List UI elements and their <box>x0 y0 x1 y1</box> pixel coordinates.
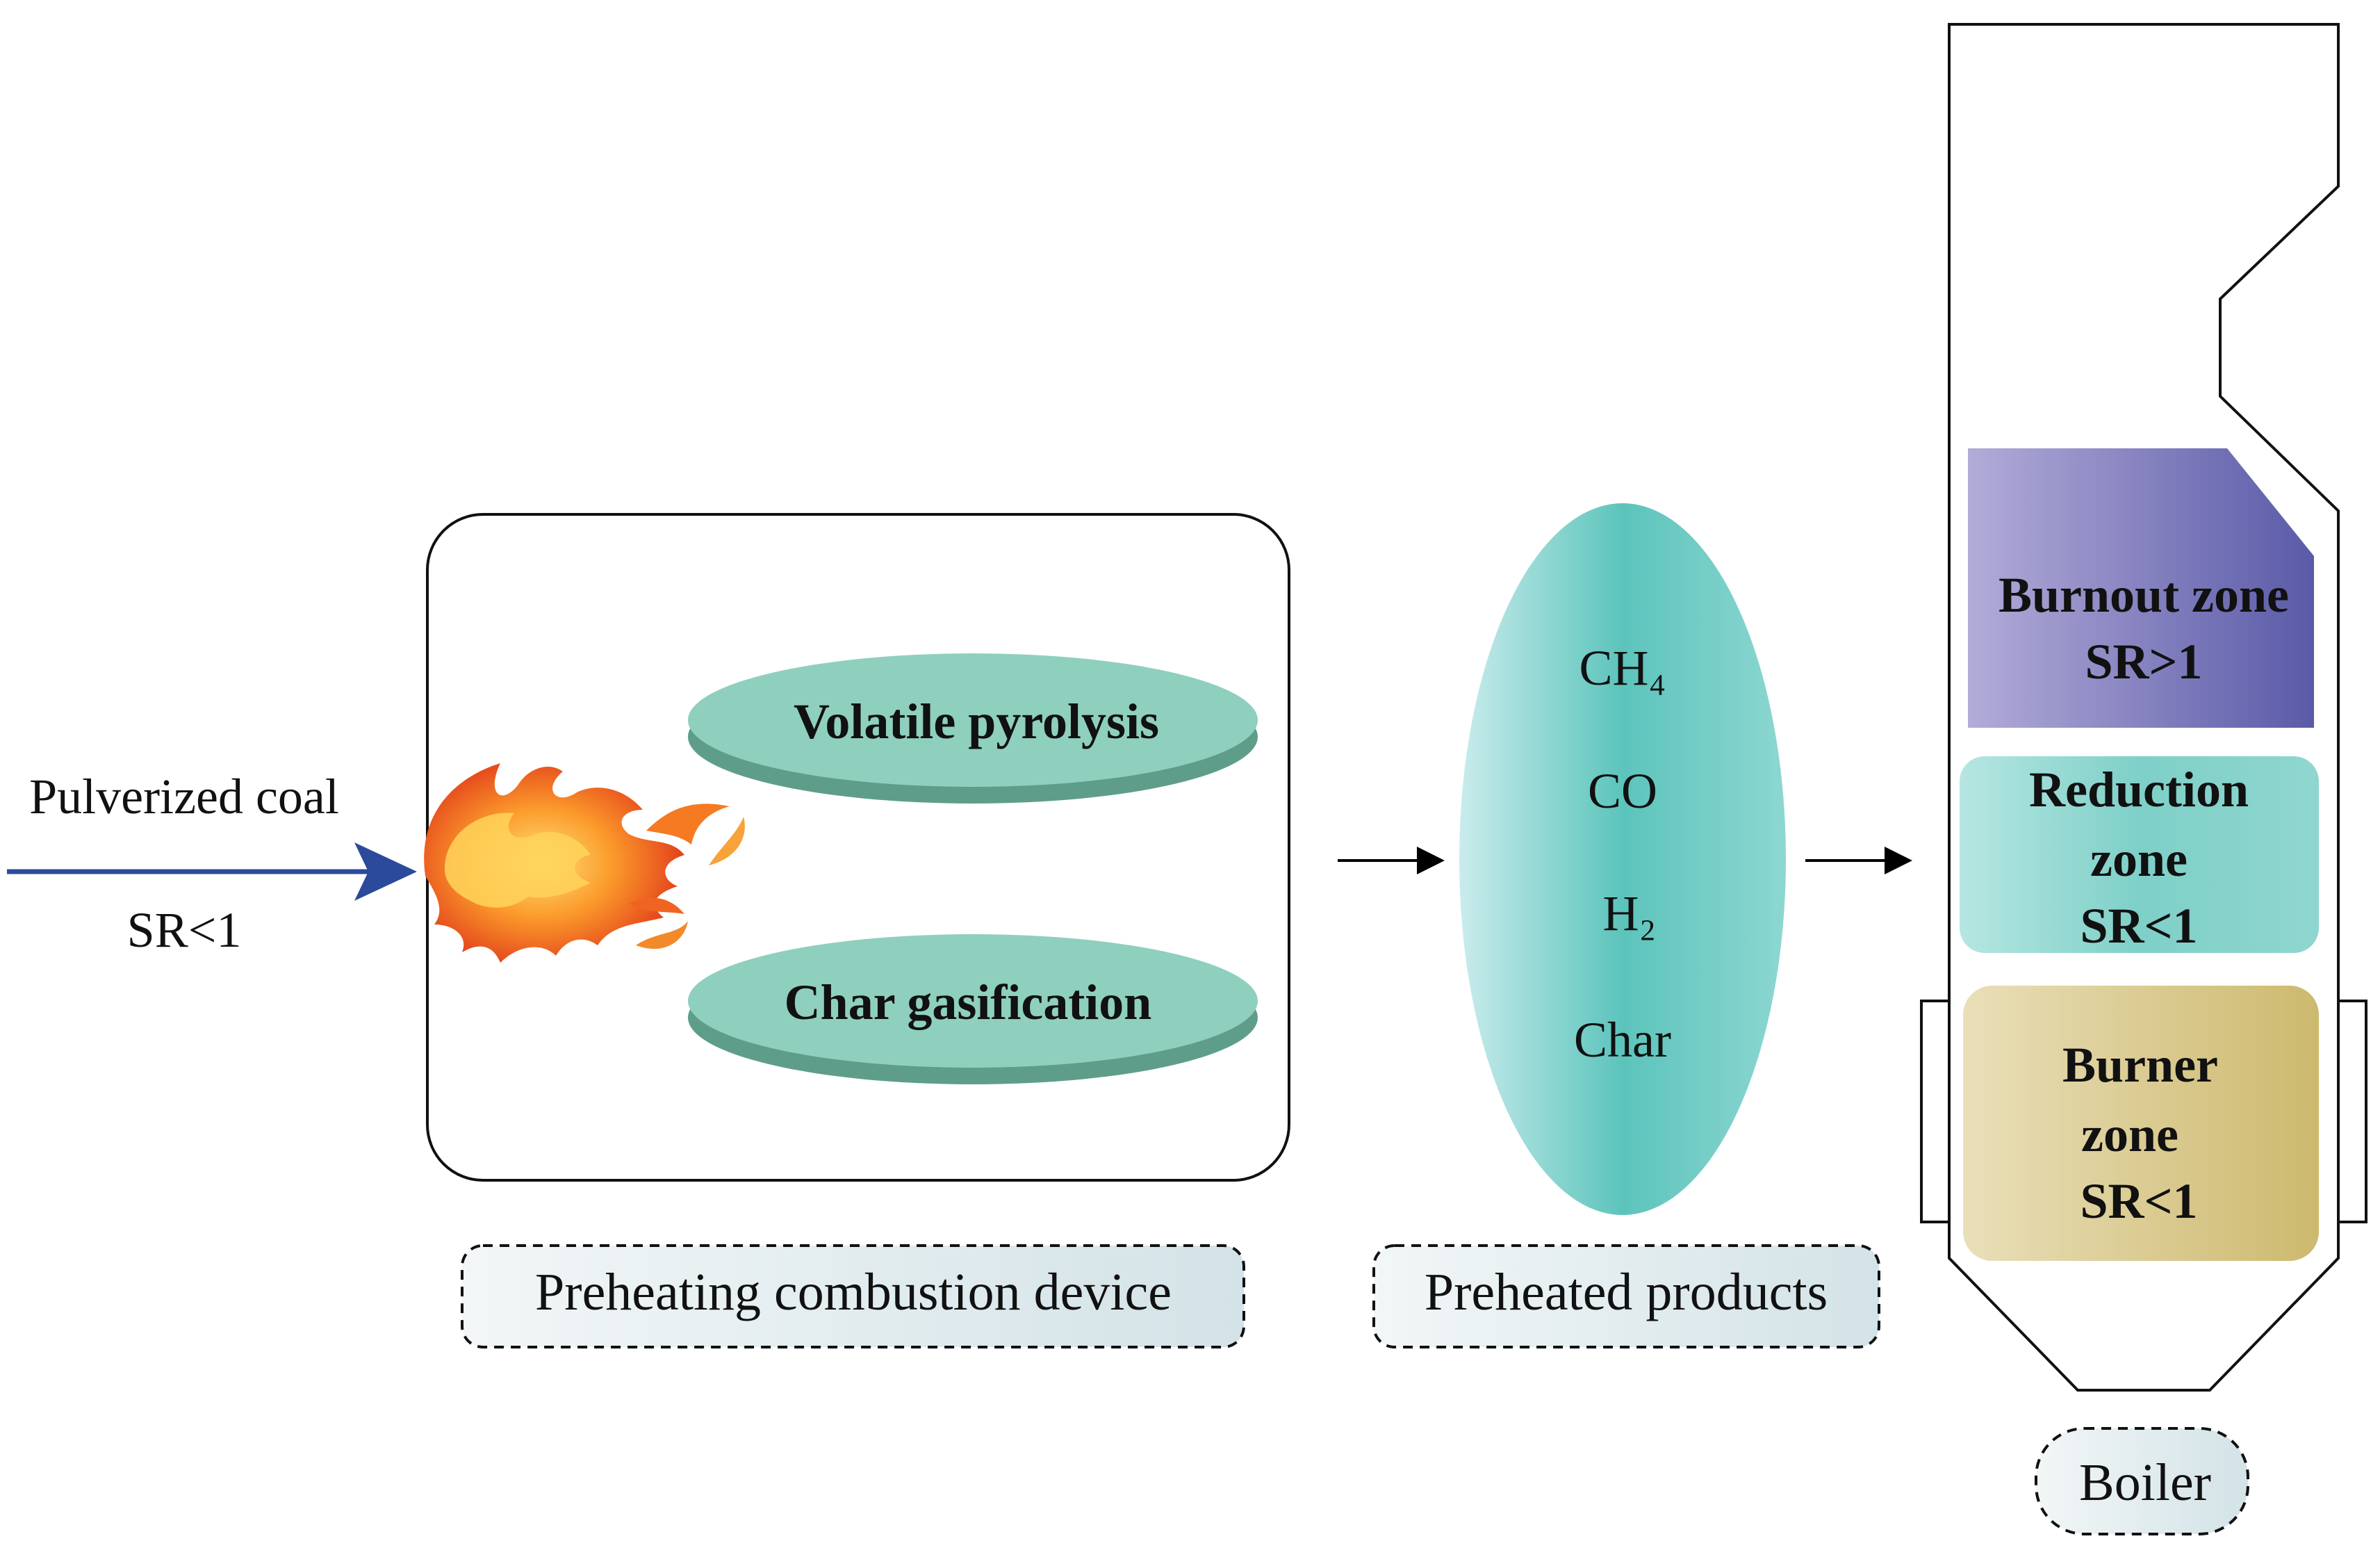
device-caption: Preheating combustion device <box>461 1244 1245 1348</box>
burner-zone-label: Burner <box>2062 1037 2218 1093</box>
burner-zone-label-2: zone <box>2081 1107 2178 1162</box>
boiler-caption: Boiler <box>2035 1427 2249 1535</box>
product-item-co: CO <box>1588 763 1657 819</box>
product-item-ch4: CH₄ <box>1579 640 1666 696</box>
boiler-side-burner-right <box>2337 1000 2367 1223</box>
volatile-pyrolysis-label: Volatile pyrolysis <box>794 694 1159 749</box>
reduction-zone: Reduction zone SR<1 <box>1960 756 2319 954</box>
boiler-caption-text: Boiler <box>2079 1453 2211 1512</box>
burner-zone-sr: SR<1 <box>2080 1173 2197 1229</box>
preheating-device: Volatile pyrolysis Char gasification Pre… <box>424 513 1290 1348</box>
boiler-side-burner-left <box>1920 1000 1951 1223</box>
char-gasification-label: Char gasification <box>785 975 1152 1030</box>
reduction-zone-label: Reduction <box>2029 762 2249 817</box>
coal-input-label: Pulverized coal <box>29 769 339 824</box>
products-ellipse <box>1459 503 1786 1215</box>
coal-input-arrowhead <box>354 842 417 901</box>
preheated-products: CH₄ CO H₂ Char Preheated products <box>1372 503 1880 1348</box>
burner-zone: Burner zone SR<1 <box>1963 986 2319 1261</box>
burnout-zone-label: Burnout zone <box>1999 567 2289 623</box>
coal-input-sr: SR<1 <box>127 902 242 958</box>
product-item-h2: H₂ <box>1602 886 1656 941</box>
reduction-zone-label-2: zone <box>2090 831 2188 887</box>
products-caption: Preheated products <box>1372 1244 1880 1348</box>
reduction-zone-sr: SR<1 <box>2080 898 2197 954</box>
device-caption-text: Preheating combustion device <box>535 1263 1172 1321</box>
coal-input: Pulverized coal SR<1 <box>7 769 417 958</box>
volatile-pyrolysis-disc: Volatile pyrolysis <box>688 653 1258 804</box>
products-caption-text: Preheated products <box>1425 1263 1828 1321</box>
product-item-char: Char <box>1574 1012 1671 1068</box>
burnout-zone-sr: SR>1 <box>2085 634 2202 690</box>
char-gasification-disc: Char gasification <box>688 934 1258 1084</box>
boiler: Burnout zone SR>1 Reduction zone SR<1 Bu… <box>1920 23 2367 1535</box>
flame-icon <box>424 763 745 963</box>
burnout-zone: Burnout zone SR>1 <box>1968 448 2314 728</box>
